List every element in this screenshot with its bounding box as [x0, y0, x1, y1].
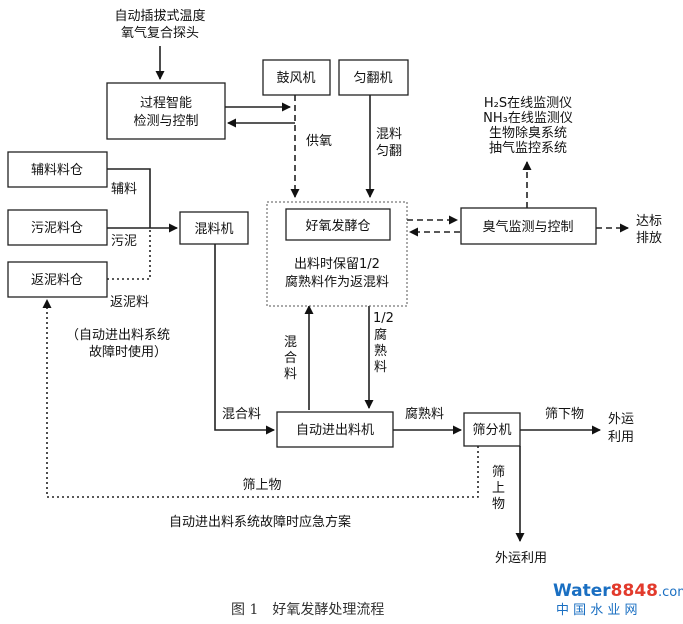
mixed-up-char1: 混 [284, 335, 297, 350]
mixed-in-label: 混合料 [222, 407, 261, 422]
monitor-line1: H₂S在线监测仪 [484, 96, 572, 111]
aux-bin-label: 辅料料仓 [31, 163, 83, 178]
svg-text:Water8848.com: Water8848.com [553, 581, 683, 601]
discharge-line2: 排放 [636, 231, 662, 246]
emergency-label: 自动进出料系统故障时应急方案 [169, 514, 351, 530]
line-return-feed [107, 228, 151, 280]
fault-note-line1: （自动进出料系统 [66, 328, 170, 343]
oxygen-label: 供氧 [306, 134, 332, 149]
mix-turn-line2: 匀翻 [376, 144, 402, 159]
mixed-up-char2: 合 [284, 351, 297, 366]
fermentation-note-line2: 腐熟料作为返混料 [285, 274, 389, 290]
feeder-box [276, 411, 394, 448]
mixer-label: 混料机 [194, 222, 233, 237]
odor-control-label: 臭气监测与控制 [482, 219, 573, 235]
screen-label: 筛分机 [472, 423, 511, 438]
fermentation-bin-box [285, 208, 391, 241]
half-label: 1/2 [373, 311, 394, 326]
watermark-logo: Water8848.com 中 国 水 业 网 [553, 581, 683, 618]
process-control-line1: 过程智能 [140, 96, 192, 111]
half-char2: 熟 [374, 343, 387, 359]
return-bin-box [7, 261, 108, 298]
watermark-brand-b: 8848 [611, 581, 658, 601]
feeder-label: 自动进出料机 [296, 423, 374, 438]
watermark-subtitle: 中 国 水 业 网 [556, 603, 638, 618]
monitor-line2: NH₃在线监测仪 [483, 111, 573, 126]
process-control-box [106, 82, 226, 140]
fermentation-note-line1: 出料时保留1/2 [294, 257, 380, 272]
screen-box [463, 412, 521, 447]
half-char3: 料 [374, 360, 387, 375]
reuse-bottom-label: 外运利用 [495, 551, 547, 566]
probe-label-line1: 自动插拔式温度 [114, 8, 205, 24]
mix-turn-line1: 混料 [376, 127, 402, 142]
reuse-right-line2: 利用 [608, 430, 634, 445]
blower-box [262, 59, 331, 96]
mixed-up-char3: 料 [284, 367, 297, 382]
aux-flow-label: 辅料 [111, 182, 137, 197]
reuse-right-line1: 外运 [608, 412, 634, 427]
blower-label: 鼓风机 [276, 71, 315, 86]
odor-control-box [460, 207, 597, 245]
monitor-line3: 生物除臭系统 [489, 126, 567, 141]
undersize-label: 筛下物 [545, 407, 584, 422]
aux-bin-box [7, 151, 108, 188]
oversize-char2: 上 [492, 481, 505, 496]
watermark-brand-a: Water [553, 581, 611, 601]
discharge-line1: 达标 [636, 214, 662, 229]
half-char1: 腐 [374, 328, 387, 343]
oversize-left-label: 筛上物 [242, 478, 281, 493]
turner-label: 匀翻机 [353, 71, 392, 86]
sludge-bin-label: 污泥料仓 [31, 221, 83, 236]
monitor-line4: 抽气监控系统 [489, 140, 567, 156]
mixer-box [179, 211, 249, 245]
probe-label-line2: 氧气复合探头 [121, 25, 199, 41]
sludge-bin-box [7, 209, 108, 246]
watermark-brand-c: .com [658, 585, 683, 600]
arrow-emergency-return [42, 299, 479, 498]
oversize-char1: 筛 [492, 465, 505, 480]
return-flow-label: 返泥料 [110, 295, 149, 310]
return-bin-label: 返泥料仓 [31, 273, 83, 288]
matured-label: 腐熟料 [405, 406, 444, 422]
line-aux-feed [107, 168, 151, 228]
fermentation-bin-label: 好氧发酵仓 [305, 218, 370, 234]
oversize-char3: 物 [492, 497, 505, 512]
sludge-flow-label: 污泥 [111, 234, 137, 249]
turner-box [338, 59, 409, 96]
fault-note-line2: 故障时使用） [89, 344, 167, 360]
arrow-mixer-to-feeder [214, 244, 275, 435]
figure-caption: 图 1 好氧发酵处理流程 [231, 602, 384, 618]
process-control-line2: 检测与控制 [133, 114, 198, 129]
